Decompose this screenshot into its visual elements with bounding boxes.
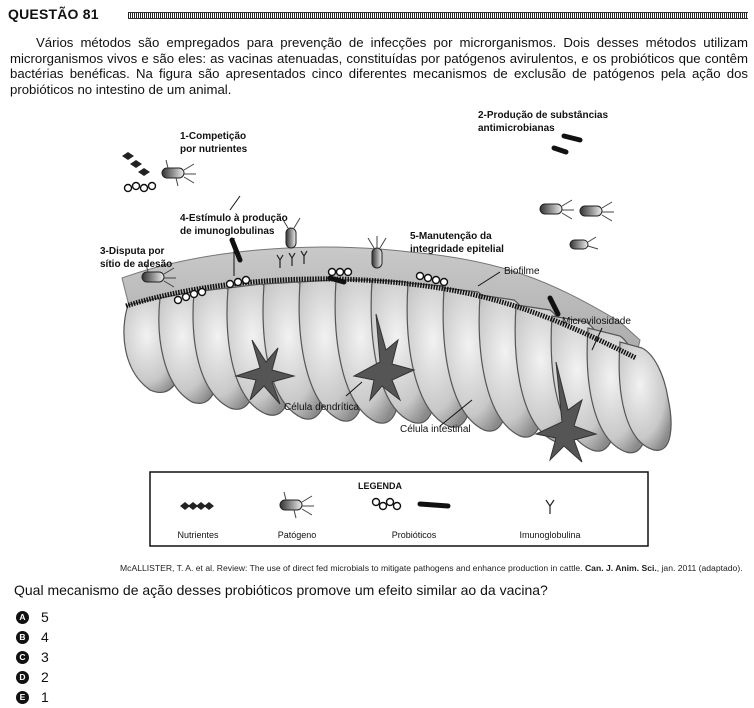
option-b-letter[interactable]: B bbox=[16, 630, 29, 644]
option-d-value: 2 bbox=[41, 669, 49, 685]
legend-nutrientes-icon bbox=[180, 502, 214, 510]
label-mech5-line2: integridade epitelial bbox=[410, 244, 504, 255]
dendritic-cells bbox=[234, 313, 598, 463]
legend-patogeno-icon bbox=[279, 491, 314, 519]
option-a-letter[interactable]: A bbox=[16, 610, 29, 624]
pathogens bbox=[141, 159, 614, 288]
legend-nutrientes-label: Nutrientes bbox=[177, 530, 219, 540]
question-header: QUESTÃO 81 bbox=[8, 6, 748, 22]
caption-authors: McALLISTER, T. A. et al. Review: The use… bbox=[120, 563, 585, 573]
option-a[interactable]: A 5 bbox=[16, 607, 49, 627]
option-e-letter[interactable]: E bbox=[16, 690, 29, 704]
legend-probioticos-icon bbox=[371, 497, 451, 511]
label-mech2-line2: antimicrobianas bbox=[478, 123, 555, 134]
probiotic-mechanisms-figure: 1-Competição por nutrientes 2-Produção d… bbox=[80, 100, 680, 550]
option-a-value: 5 bbox=[41, 609, 49, 625]
legend-imunoglobulina-label: Imunoglobulina bbox=[519, 530, 580, 540]
option-c[interactable]: C 3 bbox=[16, 647, 49, 667]
label-celula-intestinal: Célula intestinal bbox=[400, 424, 471, 435]
rod-probiotics bbox=[229, 133, 583, 317]
intestinal-cells bbox=[123, 279, 672, 454]
caption-journal: Can. J. Anim. Sci. bbox=[584, 563, 657, 573]
legend-imunoglobulina-icon bbox=[545, 499, 555, 514]
nutrients-cluster bbox=[122, 152, 157, 193]
option-b[interactable]: B 4 bbox=[16, 627, 49, 647]
question-intro: Vários métodos são empregados para preve… bbox=[10, 35, 748, 97]
option-c-letter[interactable]: C bbox=[16, 650, 29, 664]
figure-illustration: 1-Competição por nutrientes 2-Produção d… bbox=[100, 110, 672, 547]
pointer-arrows bbox=[229, 195, 603, 427]
legend-patogeno-label: Patógeno bbox=[278, 530, 317, 540]
header-rule bbox=[128, 12, 748, 19]
label-mech3-line2: sítio de adesão bbox=[100, 259, 172, 270]
label-mech4-line1: 4-Estímulo à produção bbox=[180, 213, 288, 224]
immunoglobulins bbox=[276, 250, 308, 268]
question-prompt: Qual mecanismo de ação desses probiótico… bbox=[14, 582, 548, 598]
label-mech2-line1: 2-Produção de substâncias bbox=[478, 110, 608, 121]
option-e-value: 1 bbox=[41, 689, 49, 705]
label-mech3-line1: 3-Disputa por bbox=[100, 246, 165, 257]
question-number: QUESTÃO 81 bbox=[8, 6, 99, 22]
label-microvilosidade: Microvilosidade bbox=[562, 316, 631, 327]
option-d[interactable]: D 2 bbox=[16, 667, 49, 687]
answer-options: A 5 B 4 C 3 D 2 E 1 bbox=[16, 607, 49, 707]
option-b-value: 4 bbox=[41, 629, 49, 645]
label-mech1-line1: 1-Competição bbox=[180, 131, 246, 142]
figure-caption: McALLISTER, T. A. et al. Review: The use… bbox=[120, 563, 750, 573]
probiotic-chains bbox=[173, 267, 449, 305]
caption-date: , jan. 2011 (adaptado). bbox=[656, 563, 743, 573]
option-e[interactable]: E 1 bbox=[16, 687, 49, 707]
label-mech4-line2: de imunoglobulinas bbox=[180, 226, 275, 237]
label-biofilme: Biofilme bbox=[504, 266, 540, 277]
option-d-letter[interactable]: D bbox=[16, 670, 29, 684]
label-mech1-line2: por nutrientes bbox=[180, 144, 248, 155]
label-celula-dendritica: Célula dendrítica bbox=[284, 402, 359, 413]
label-mech5-line1: 5-Manutenção da bbox=[410, 231, 492, 242]
legend-probioticos-label: Probióticos bbox=[392, 530, 437, 540]
option-c-value: 3 bbox=[41, 649, 49, 665]
legend-title: LEGENDA bbox=[358, 481, 403, 491]
